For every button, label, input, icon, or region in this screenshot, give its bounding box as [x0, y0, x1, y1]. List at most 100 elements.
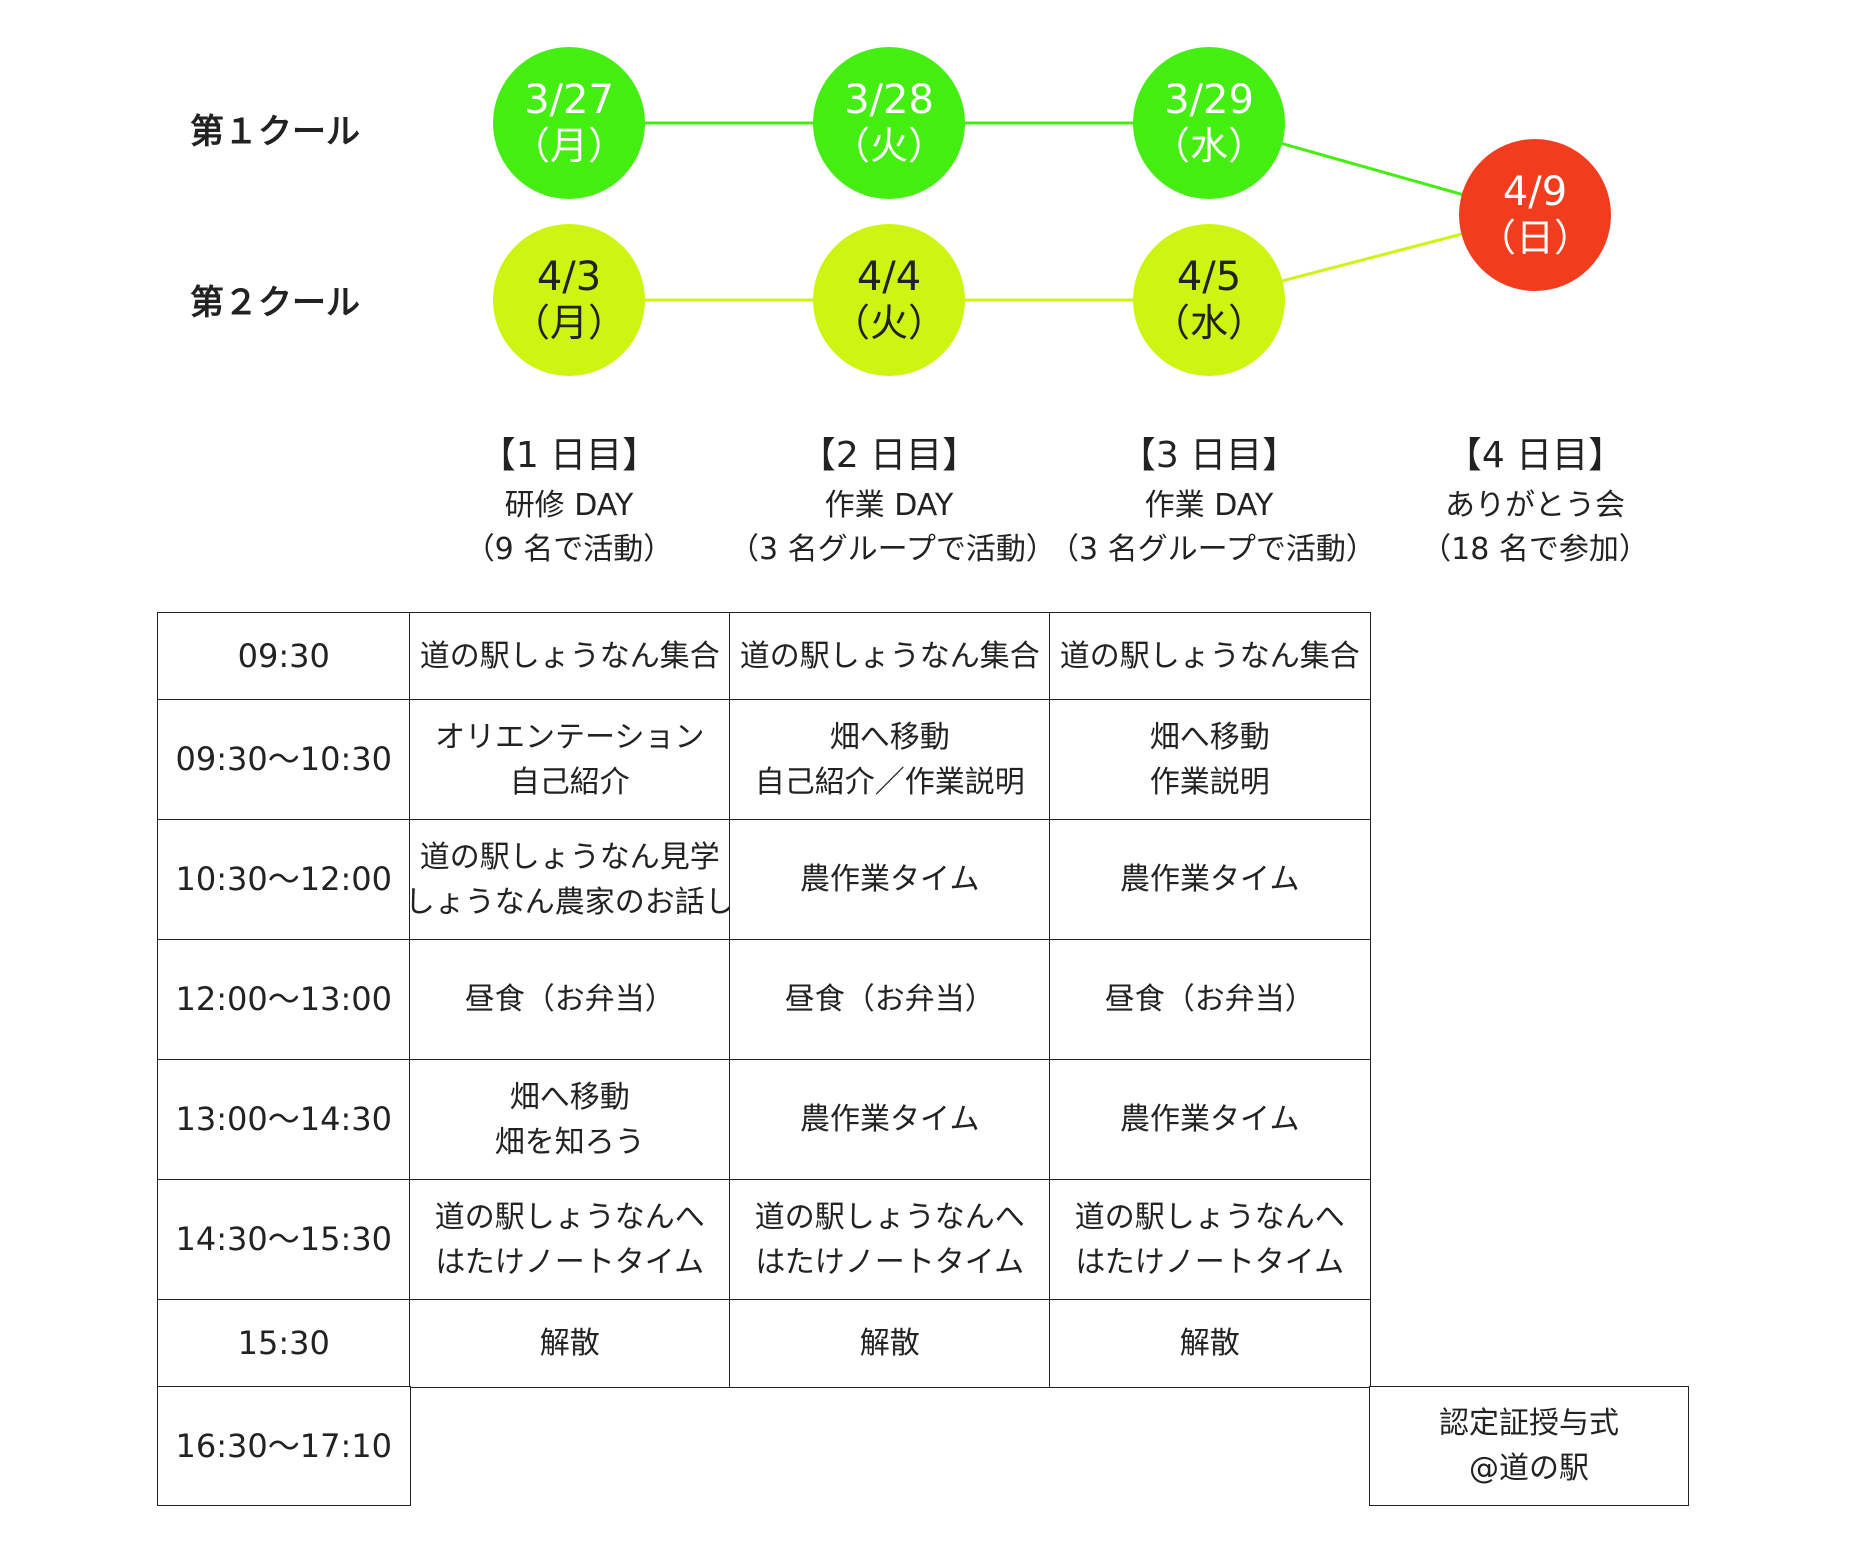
schedule-cell: 道の駅しょうなん集合: [409, 612, 731, 701]
activity-text: 農作業タイム: [1120, 1102, 1300, 1138]
day-title: 【4 日目】: [1445, 435, 1625, 476]
date-text: 3/27: [524, 77, 614, 123]
cool-1-label: 第１クール: [190, 112, 360, 152]
activity-text: 解散: [1179, 1325, 1240, 1361]
time-text: 10:30～12:00: [175, 860, 392, 899]
ceremony-cell: 認定証授与式 @道の駅: [1369, 1386, 1689, 1506]
activity-text: 自己紹介: [509, 764, 630, 800]
time-text: 15:30: [237, 1323, 330, 1362]
activity-text: 道の駅しょうなんへ: [1074, 1199, 1345, 1235]
activity-text: @道の駅: [1469, 1451, 1589, 1486]
activity-text: 道の駅しょうなん集合: [739, 638, 1040, 674]
time-text: 13:00～14:30: [175, 1100, 392, 1139]
activity-text: 道の駅しょうなんへ: [754, 1199, 1025, 1235]
activity-text: はたけノートタイム: [1075, 1244, 1345, 1280]
activity-text: 昼食（お弁当）: [464, 982, 675, 1018]
time-cell: 10:30～12:00: [157, 819, 411, 941]
schedule-cell: 昼食（お弁当）: [409, 939, 731, 1061]
day-title: 【1 日目】: [479, 435, 659, 476]
day-participants: （3 名グループで活動）: [729, 532, 1056, 567]
activity-text: 道の駅しょうなん見学: [419, 839, 720, 875]
schedule-cell: 道の駅しょうなん集合: [1049, 612, 1371, 701]
cool-1-date-circle: 3/29（水）: [1133, 47, 1285, 199]
activity-text: 農作業タイム: [1120, 862, 1300, 898]
schedule-cell: 道の駅しょうなんへはたけノートタイム: [1049, 1179, 1371, 1301]
schedule-cell: 解散: [409, 1299, 731, 1388]
time-text: 16:30～17:10: [175, 1426, 392, 1465]
cool-2-label: 第２クール: [190, 283, 360, 323]
activity-text: 昼食（お弁当）: [784, 982, 995, 1018]
day-activity: 作業 DAY: [1144, 488, 1274, 523]
cool-1-date-circle: 3/27（月）: [493, 47, 645, 199]
time-text: 09:30～10:30: [175, 740, 392, 779]
time-cell: 13:00～14:30: [157, 1059, 411, 1181]
day-title: 【3 日目】: [1119, 435, 1299, 476]
time-cell: 16:30～17:10: [157, 1386, 411, 1506]
activity-text: 農作業タイム: [800, 1102, 980, 1138]
time-text: 09:30: [237, 636, 330, 675]
day-activity: 作業 DAY: [824, 488, 954, 523]
time-text: 14:30～15:30: [175, 1220, 392, 1259]
weekday-text: （火）: [831, 301, 946, 345]
activity-text: 作業説明: [1149, 764, 1270, 800]
weekday-text: （月）: [511, 301, 626, 345]
day-header: 【4 日目】ありがとう会（18 名で参加）: [1375, 428, 1695, 572]
activity-text: 畑へ移動: [1149, 719, 1270, 755]
time-cell: 09:30～10:30: [157, 699, 411, 821]
schedule-cell: 畑へ移動自己紹介／作業説明: [729, 699, 1051, 821]
date-text: 3/29: [1164, 77, 1254, 123]
time-cell: 14:30～15:30: [157, 1179, 411, 1301]
schedule-cell: 農作業タイム: [729, 819, 1051, 941]
cool-2-date-circle: 4/3（月）: [493, 224, 645, 376]
schedule-cell: 農作業タイム: [1049, 1059, 1371, 1181]
time-cell: 12:00～13:00: [157, 939, 411, 1061]
date-text: 4/5: [1176, 254, 1242, 300]
schedule-cell: 農作業タイム: [729, 1059, 1051, 1181]
schedule-cell: 解散: [729, 1299, 1051, 1388]
schedule-cell: 道の駅しょうなん集合: [729, 612, 1051, 701]
day-participants: （3 名グループで活動）: [1049, 532, 1376, 567]
schedule-cell: 昼食（お弁当）: [1049, 939, 1371, 1061]
activity-text: しょうなん農家のお話し: [404, 884, 735, 920]
date-text: 4/3: [536, 254, 602, 300]
activity-text: 畑へ移動: [829, 719, 950, 755]
activity-text: はたけノートタイム: [435, 1244, 705, 1280]
day-header: 【1 日目】研修 DAY （9 名で活動）: [409, 428, 729, 572]
activity-text: 畑を知ろう: [494, 1124, 645, 1160]
activity-text: 道の駅しょうなん集合: [419, 638, 720, 674]
day-participants: （9 名で活動）: [464, 532, 674, 567]
activity-text: オリエンテーション: [435, 719, 705, 755]
final-date-circle: 4/9（日）: [1459, 139, 1611, 291]
schedule-cell: 道の駅しょうなんへはたけノートタイム: [409, 1179, 731, 1301]
day-participants: （18 名で参加）: [1421, 532, 1649, 567]
time-cell: 09:30: [157, 612, 411, 701]
weekday-text: （日）: [1477, 216, 1592, 260]
activity-text: 解散: [859, 1325, 920, 1361]
weekday-text: （水）: [1151, 124, 1266, 168]
day-header: 【2 日目】作業 DAY （3 名グループで活動）: [729, 428, 1056, 572]
schedule-cell: 農作業タイム: [1049, 819, 1371, 941]
date-text: 3/28: [844, 77, 934, 123]
activity-text: 農作業タイム: [800, 862, 980, 898]
activity-text: 解散: [539, 1325, 600, 1361]
weekday-text: （火）: [831, 124, 946, 168]
day-activity: 研修 DAY: [504, 488, 634, 523]
date-text: 4/9: [1502, 169, 1568, 215]
weekday-text: （月）: [511, 124, 626, 168]
cool-1-date-circle: 3/28（火）: [813, 47, 965, 199]
date-text: 4/4: [856, 254, 922, 300]
activity-text: はたけノートタイム: [755, 1244, 1025, 1280]
activity-text: 認定証授与式: [1439, 1406, 1619, 1441]
time-cell: 15:30: [157, 1299, 411, 1388]
weekday-text: （水）: [1151, 301, 1266, 345]
activity-text: 昼食（お弁当）: [1104, 982, 1315, 1018]
activity-text: 道の駅しょうなん集合: [1059, 638, 1360, 674]
time-text: 12:00～13:00: [175, 980, 392, 1019]
cool-2-date-circle: 4/4（火）: [813, 224, 965, 376]
day-title: 【2 日目】: [799, 435, 979, 476]
schedule-cell: 道の駅しょうなんへはたけノートタイム: [729, 1179, 1051, 1301]
activity-text: 道の駅しょうなんへ: [434, 1199, 705, 1235]
schedule-cell: 解散: [1049, 1299, 1371, 1388]
schedule-cell: 畑へ移動畑を知ろう: [409, 1059, 731, 1181]
schedule-cell: オリエンテーション自己紹介: [409, 699, 731, 821]
